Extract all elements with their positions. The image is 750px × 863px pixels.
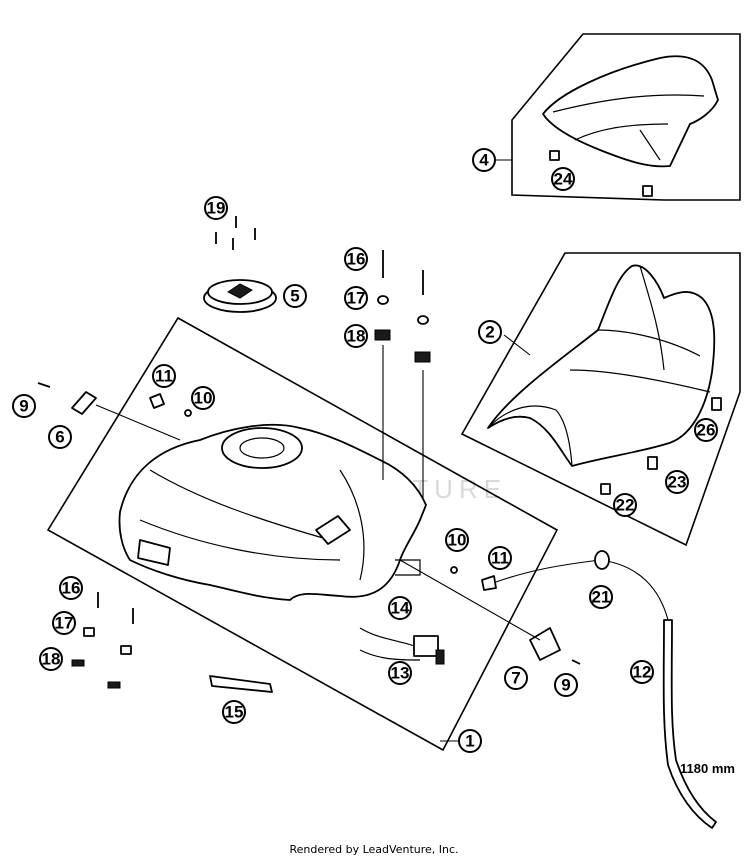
- callout-24: 24: [551, 167, 575, 191]
- svg-text:18: 18: [42, 650, 61, 669]
- callout-18-left: 18: [39, 647, 63, 671]
- svg-text:18: 18: [347, 327, 366, 346]
- hose-length-label: 1180 mm: [680, 761, 735, 776]
- callout-10-right: 10: [445, 528, 469, 552]
- svg-text:1: 1: [465, 732, 474, 751]
- callout-16-left: 16: [59, 576, 83, 600]
- callout-13: 13: [388, 661, 412, 685]
- svg-text:6: 6: [55, 428, 64, 447]
- frame-fuel-tank: [46, 316, 559, 752]
- cap-bolts: [215, 216, 256, 250]
- callout-14: 14: [388, 596, 412, 620]
- svg-text:9: 9: [561, 676, 570, 695]
- callout-2: 2: [478, 320, 502, 344]
- trim-rail: [209, 675, 273, 693]
- rider-seat: [487, 264, 722, 495]
- callout-1: 1: [458, 729, 482, 753]
- callout-15: 15: [222, 700, 246, 724]
- callout-21: 21: [589, 585, 613, 609]
- frame-rider-seat: [460, 252, 741, 547]
- clip-right: [450, 566, 497, 591]
- callout-26: 26: [694, 418, 718, 442]
- callout-16-center: 16: [344, 247, 368, 271]
- svg-text:12: 12: [633, 663, 652, 682]
- callout-22: 22: [613, 493, 637, 517]
- svg-text:11: 11: [155, 367, 173, 386]
- callout-17-left: 17: [52, 611, 76, 635]
- callout-17-center: 17: [344, 286, 368, 310]
- callout-6: 6: [48, 425, 72, 449]
- bracket-left: [37, 382, 181, 441]
- callout-12: 12: [630, 660, 654, 684]
- center-hardware: [374, 250, 431, 500]
- bracket-right: [399, 559, 581, 665]
- fuel-tank: [118, 423, 427, 601]
- svg-text:7: 7: [511, 669, 520, 688]
- svg-text:24: 24: [554, 170, 573, 189]
- clip-left: [149, 393, 192, 417]
- svg-text:5: 5: [290, 287, 299, 306]
- left-hardware: [71, 592, 134, 689]
- svg-text:15: 15: [225, 703, 244, 722]
- credit-text: Rendered by LeadVenture, Inc.: [289, 843, 458, 856]
- callout-10-left: 10: [191, 386, 215, 410]
- callout-19: 19: [204, 196, 228, 220]
- svg-text:16: 16: [347, 250, 366, 269]
- callout-11-right: 11: [488, 546, 512, 570]
- svg-text:10: 10: [448, 531, 467, 550]
- callout-4: 4: [472, 148, 496, 172]
- callout-11-left: 11: [152, 364, 176, 388]
- svg-text:9: 9: [19, 397, 28, 416]
- svg-text:21: 21: [592, 588, 611, 607]
- svg-text:2: 2: [485, 323, 494, 342]
- svg-text:16: 16: [62, 579, 81, 598]
- callout-9-right: 9: [554, 673, 578, 697]
- svg-text:26: 26: [697, 421, 716, 440]
- svg-text:13: 13: [391, 664, 410, 683]
- callout-23: 23: [665, 470, 689, 494]
- callout-9-left: 9: [12, 394, 36, 418]
- fuel-sensor: [359, 627, 445, 665]
- fuel-cap: [203, 279, 277, 313]
- svg-text:17: 17: [347, 289, 366, 308]
- callout-18-center: 18: [344, 324, 368, 348]
- svg-text:19: 19: [207, 199, 226, 218]
- callout-7: 7: [504, 666, 528, 690]
- svg-text:22: 22: [616, 496, 635, 515]
- svg-text:17: 17: [55, 614, 74, 633]
- svg-text:10: 10: [194, 389, 213, 408]
- frame-pillion-seat: [511, 33, 741, 201]
- svg-text:23: 23: [668, 473, 687, 492]
- callout-5: 5: [283, 284, 307, 308]
- svg-text:4: 4: [479, 151, 489, 170]
- svg-text:11: 11: [491, 549, 509, 568]
- fuel-hose: [495, 550, 717, 829]
- pillion-seat: [542, 55, 719, 197]
- svg-text:14: 14: [391, 599, 410, 618]
